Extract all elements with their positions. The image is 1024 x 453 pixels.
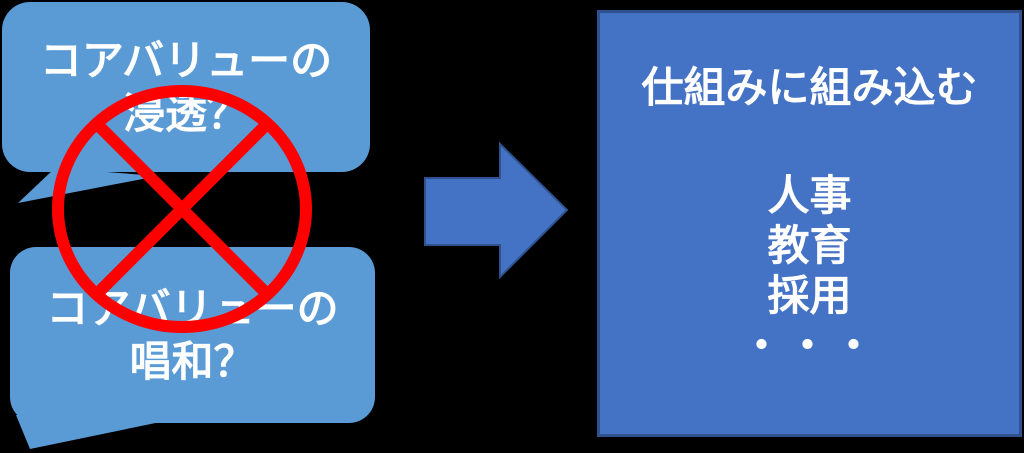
solution-item-ellipsis: ・・・ xyxy=(740,322,879,369)
bubble1-line2: 浸透？ xyxy=(122,90,249,137)
bubble1-line1: コアバリューの xyxy=(39,37,333,84)
speech-bubble-core-value-chanting: コアバリューの 唱和？ xyxy=(10,247,375,423)
bubble2-line2: 唱和？ xyxy=(129,338,256,385)
solution-item-hr: 人事 xyxy=(767,172,852,219)
bubble2-line1: コアバリューの xyxy=(46,285,339,332)
solution-box: 仕組みに組み込む 人事 教育 採用 ・・・ xyxy=(597,10,1022,437)
solution-box-title: 仕組みに組み込む xyxy=(641,64,978,111)
solution-item-recruiting: 採用 xyxy=(767,272,852,319)
right-arrow-shape xyxy=(424,141,569,280)
solution-box-items: 人事 教育 採用 ・・・ xyxy=(600,171,1019,371)
speech-bubble-core-value-penetration: コアバリューの 浸透？ xyxy=(2,2,370,172)
bubble-tail-top xyxy=(18,168,158,203)
solution-item-education: 教育 xyxy=(767,222,852,269)
